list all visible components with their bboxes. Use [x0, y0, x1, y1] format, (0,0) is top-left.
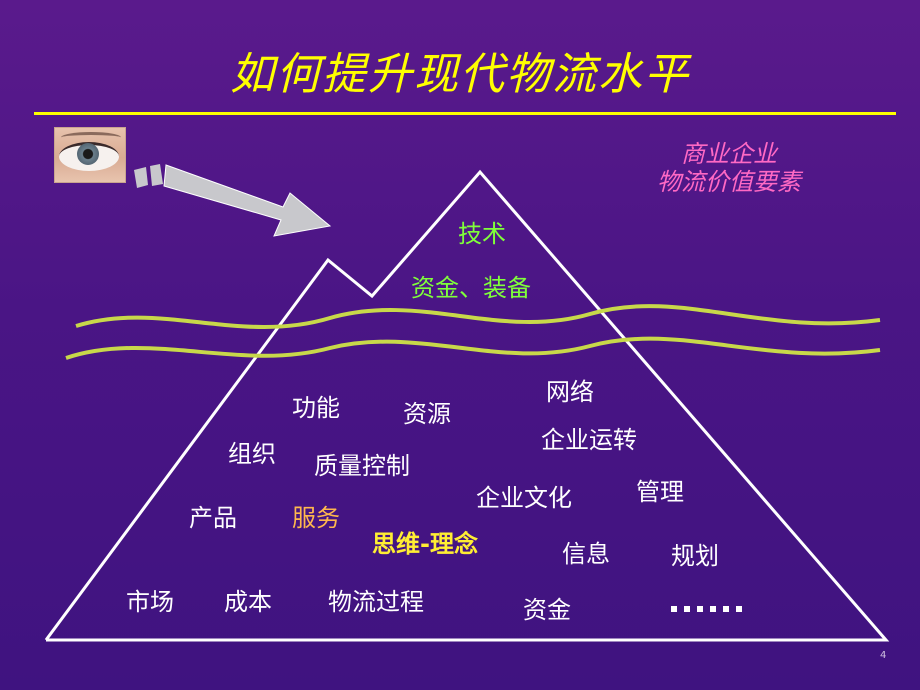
label-information: 信息: [562, 540, 610, 568]
water-line-lower: [65, 336, 881, 360]
page-number: 4: [880, 650, 887, 661]
label-cost: 成本: [224, 588, 272, 616]
side-label-line1: 商业企业: [681, 140, 777, 168]
side-label: 商业企业 物流价值要素: [624, 140, 834, 196]
label-tech: 技术: [458, 220, 506, 248]
mountain-outline: [44, 169, 890, 642]
label-network: 网络: [546, 378, 594, 406]
eye-image: [54, 127, 126, 183]
label-thinking-concept: 思维-理念: [372, 530, 478, 558]
slide-title: 如何提升现代物流水平: [230, 49, 690, 100]
label-management: 管理: [636, 478, 684, 506]
label-organization: 组织: [228, 440, 276, 468]
label-ellipsis: ……: [671, 596, 707, 624]
label-corporate-culture: 企业文化: [476, 484, 572, 512]
label-quality-control: 质量控制: [314, 452, 410, 480]
water-line-upper: [75, 304, 881, 329]
label-market: 市场: [126, 588, 174, 616]
label-function: 功能: [292, 394, 340, 422]
side-label-line2: 物流价值要素: [657, 168, 801, 196]
label-enterprise-operation: 企业运转: [541, 426, 637, 454]
label-product: 产品: [189, 504, 237, 532]
label-service: 服务: [292, 504, 340, 532]
label-resources: 资源: [403, 400, 451, 428]
label-planning: 规划: [671, 542, 719, 570]
ellipsis-dots: [671, 606, 742, 612]
title-underline: [34, 112, 896, 115]
label-funds: 资金: [523, 596, 571, 624]
eye-brow: [61, 132, 121, 143]
label-logistics-process: 物流过程: [328, 588, 424, 616]
label-capital-equipment: 资金、装备: [411, 274, 531, 302]
arrow-icon: [134, 164, 332, 237]
eye-iris: [77, 143, 99, 165]
